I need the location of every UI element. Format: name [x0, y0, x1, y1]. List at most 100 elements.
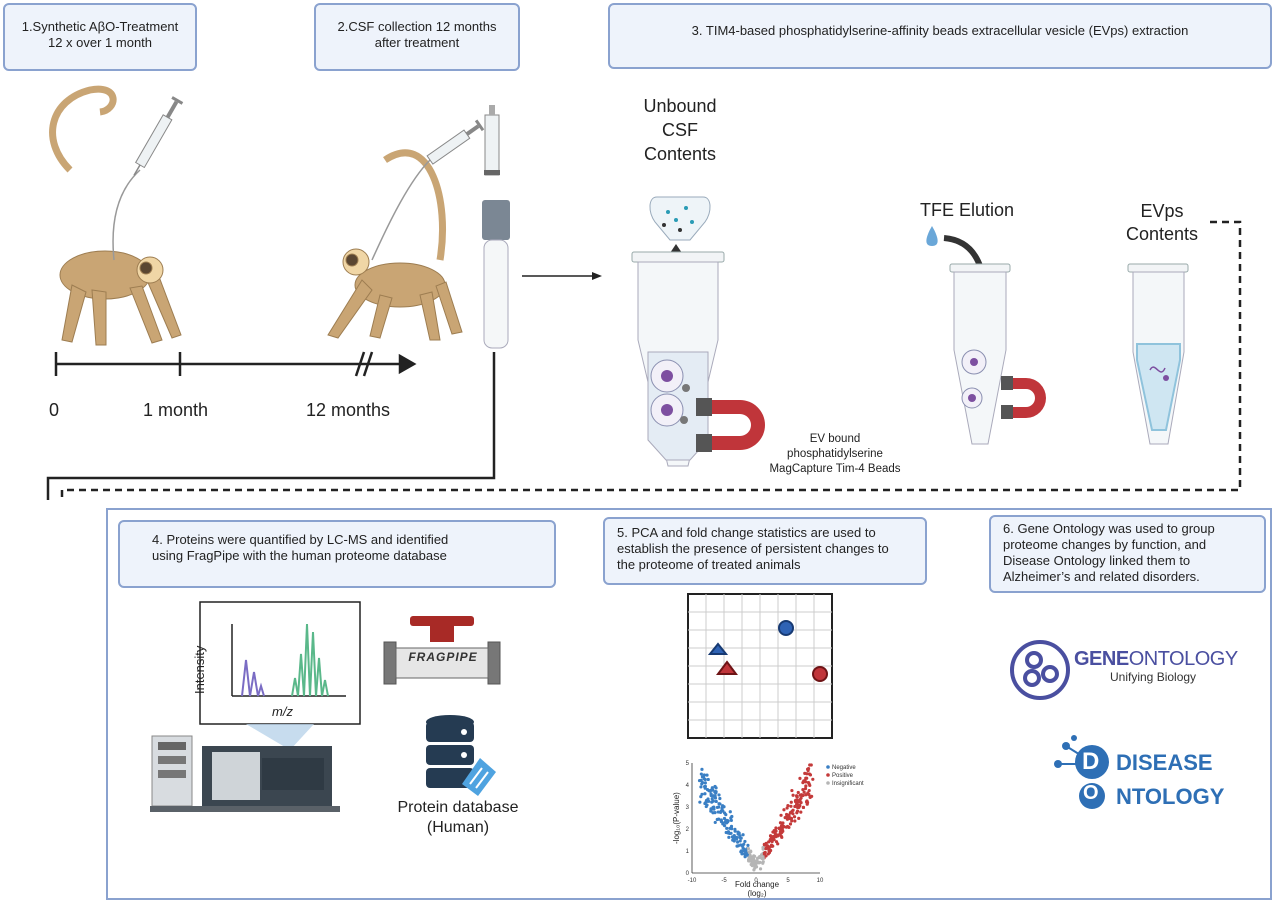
volcano-point	[805, 772, 809, 776]
volcano-point	[713, 790, 717, 794]
volcano-legend-marker	[826, 781, 830, 785]
volcano-point	[743, 839, 747, 844]
volcano-point	[788, 810, 793, 815]
volcano-point	[729, 816, 733, 820]
volcano-point	[728, 831, 732, 836]
volcano-point	[706, 797, 710, 801]
volcano-point	[803, 787, 808, 791]
monkey-2-icon	[327, 149, 463, 341]
results-panel	[106, 508, 1272, 900]
volcano-point	[706, 777, 710, 782]
volcano-point	[779, 824, 784, 828]
volcano-point	[698, 800, 702, 804]
volcano-point	[790, 788, 794, 793]
volcano-point	[801, 788, 805, 792]
volcano-point	[790, 819, 794, 823]
step1-text: 1.Synthetic AβO-Treatment 12 x over 1 mo…	[21, 19, 179, 50]
magnet-2-icon	[1001, 376, 1046, 419]
volcano-point	[773, 829, 778, 833]
gene-word: GENE	[1074, 648, 1129, 670]
volcano-point	[717, 802, 721, 806]
volcano-point	[757, 861, 761, 865]
volcano-x-tick: 0	[754, 878, 758, 884]
volcano-point	[746, 847, 750, 851]
volcano-point	[808, 795, 812, 799]
volcano-point	[709, 807, 713, 811]
volcano-point	[804, 793, 808, 797]
timeline	[54, 351, 417, 377]
volcano-legend-label: Negative	[832, 765, 856, 771]
step2-box: 2.CSF collection 12 months after treatme…	[314, 3, 520, 71]
volcano-point	[794, 800, 798, 804]
pca-point-triangle-blue	[707, 642, 729, 655]
volcano-point	[739, 836, 743, 840]
mz-label: m/z	[272, 704, 293, 719]
volcano-point	[762, 843, 767, 847]
time-12-months: 12 months	[306, 400, 391, 420]
volcano-point	[713, 820, 717, 825]
beads-label: EV bound phosphatidylserine MagCapture T…	[769, 433, 901, 475]
magnet-1-icon	[696, 398, 765, 452]
volcano-y-tick: 3	[686, 805, 690, 811]
volcano-point	[795, 811, 799, 815]
csf-tube-icon	[482, 200, 510, 349]
volcano-point	[713, 811, 717, 815]
volcano-point	[808, 773, 813, 777]
volcano-point	[777, 827, 781, 831]
volcano-point	[715, 817, 719, 822]
step6-box: 6. Gene Ontology was used to group prote…	[989, 515, 1266, 593]
disease-o-letter: O	[1083, 782, 1099, 804]
arrow-to-extraction	[522, 272, 602, 280]
volcano-point	[786, 804, 790, 808]
volcano-point	[767, 840, 771, 844]
volcano-point	[714, 786, 718, 790]
volcano-point	[781, 821, 785, 825]
volcano-point	[752, 854, 757, 858]
gene-ontology-title: GENEONTOLOGY	[1074, 648, 1238, 671]
volcano-legend-label: Positive	[832, 773, 854, 779]
volcano-point	[774, 826, 778, 830]
volcano-point	[778, 830, 782, 834]
volcano-point	[725, 826, 729, 830]
volcano-point	[792, 815, 797, 819]
volcano-point	[803, 778, 807, 783]
volcano-point	[805, 776, 809, 780]
volcano-point	[757, 855, 761, 860]
volcano-point	[774, 840, 779, 844]
volcano-point	[760, 857, 764, 861]
drop-icon	[926, 226, 938, 246]
step2-text: 2.CSF collection 12 months after treatme…	[337, 19, 497, 50]
volcano-point	[773, 832, 777, 836]
gene-ontology-logo-icon	[1010, 640, 1070, 700]
pca-point-circle-red	[812, 666, 828, 682]
volcano-point	[741, 833, 745, 837]
volcano-point	[739, 850, 743, 854]
volcano-point	[795, 802, 799, 806]
volcano-point	[743, 855, 747, 859]
step3-text: 3. TIM4-based phosphatidylserine-affinit…	[691, 23, 1189, 38]
step5-box: 5. PCA and fold change statistics are us…	[603, 517, 927, 585]
volcano-point	[734, 835, 738, 840]
volcano-xlabel: Fold change (log₂)	[734, 880, 780, 898]
volcano-point	[715, 805, 719, 810]
evps-tube-icon	[1127, 263, 1189, 445]
volcano-point	[727, 835, 731, 839]
volcano-point	[799, 810, 803, 814]
volcano-point	[779, 813, 783, 817]
step4-box: 4. Proteins were quantified by LC-MS and…	[118, 520, 556, 588]
dashed-connector	[60, 220, 1242, 500]
solid-connector	[46, 352, 496, 500]
step4-text: 4. Proteins were quantified by LC-MS and…	[152, 532, 449, 563]
volcano-x-tick: -10	[688, 878, 697, 884]
volcano-point	[722, 816, 727, 821]
volcano-point	[769, 848, 773, 853]
protein-db-label: Protein database (Human)	[397, 799, 519, 836]
volcano-point	[791, 808, 795, 812]
volcano-point	[791, 812, 795, 816]
volcano-point	[811, 777, 815, 781]
disease-d-letter: D	[1082, 748, 1100, 775]
volcano-point	[739, 843, 743, 847]
volcano-point	[709, 793, 713, 798]
fragpipe-text: FRAGPIPE	[408, 650, 478, 664]
volcano-legend-label: Insignificant	[832, 781, 864, 787]
